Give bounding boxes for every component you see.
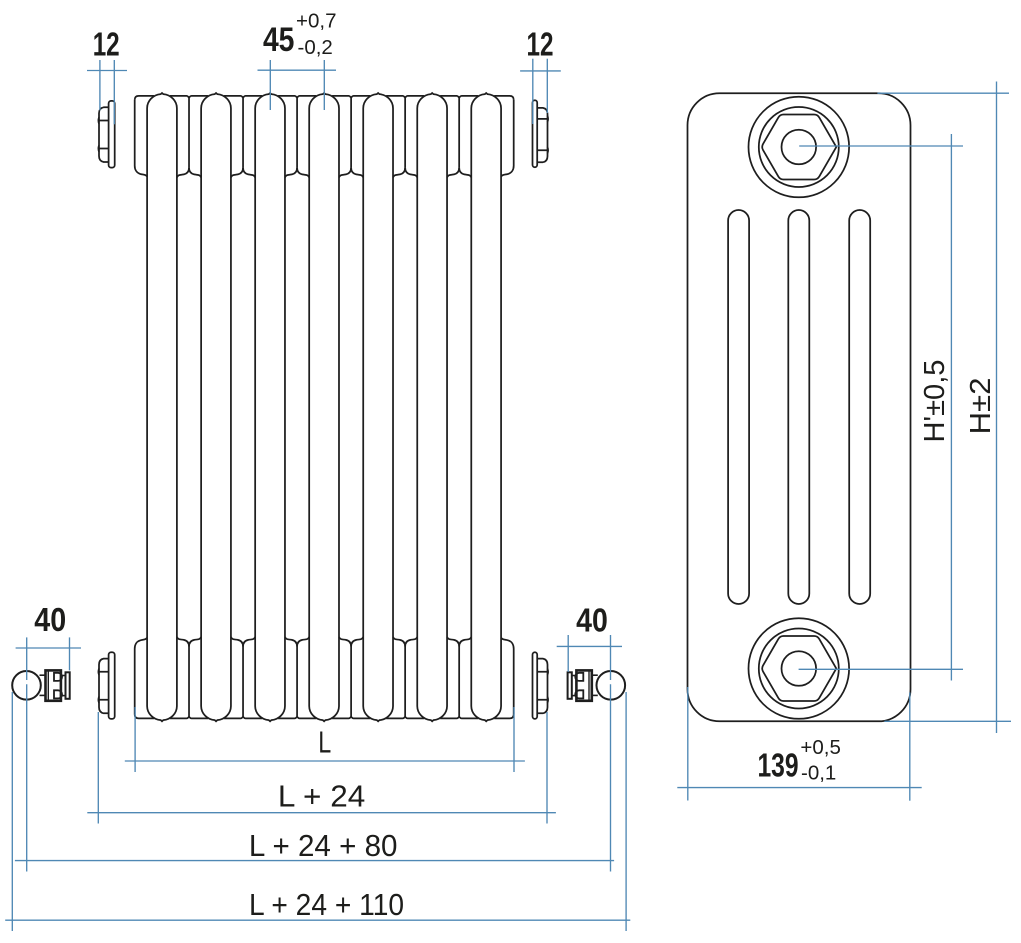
svg-text:H'±0,5: H'±0,5 xyxy=(919,360,951,443)
svg-text:-0,1: -0,1 xyxy=(801,761,836,784)
svg-text:+0,5: +0,5 xyxy=(800,736,840,759)
svg-text:L + 24 + 80: L + 24 + 80 xyxy=(249,828,398,863)
svg-text:45: 45 xyxy=(263,21,295,59)
svg-text:L: L xyxy=(318,725,331,760)
svg-text:12: 12 xyxy=(527,26,554,63)
svg-text:L + 24 + 110: L + 24 + 110 xyxy=(249,887,404,922)
svg-text:12: 12 xyxy=(93,26,120,63)
svg-text:L + 24: L + 24 xyxy=(278,778,365,813)
svg-text:40: 40 xyxy=(34,601,66,638)
svg-text:-0,2: -0,2 xyxy=(298,36,333,59)
svg-text:139: 139 xyxy=(757,746,798,783)
svg-text:+0,7: +0,7 xyxy=(296,9,336,32)
svg-text:40: 40 xyxy=(576,601,608,638)
svg-text:H±2: H±2 xyxy=(965,377,997,434)
